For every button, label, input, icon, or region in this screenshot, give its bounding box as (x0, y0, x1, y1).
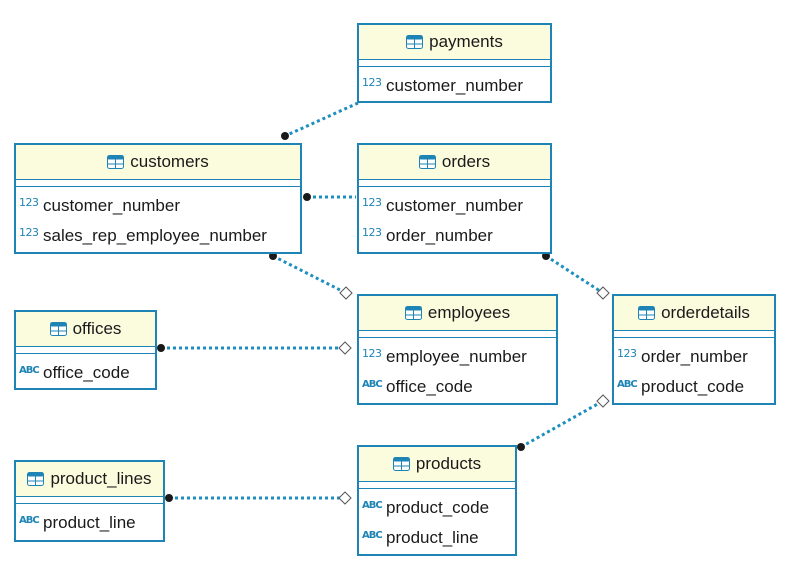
attribute-name: product_line (386, 528, 479, 547)
entity-title: products (415, 454, 482, 473)
entity-separator (614, 331, 774, 338)
entity-header: orders (359, 145, 550, 180)
table-icon (638, 306, 656, 320)
attribute-name: product_code (386, 498, 490, 517)
many-end-diamond (596, 394, 610, 408)
entity-customers[interactable]: customers 123 customer_number 123 sales_… (14, 143, 302, 254)
one-end-dot (165, 494, 173, 502)
text-type-icon: ABC (19, 514, 40, 526)
attribute-name: employee_number (386, 347, 527, 366)
entity-title: product_lines (50, 469, 152, 488)
entity-orderdetails[interactable]: orderdetails 123 order_number ABC produc… (612, 294, 776, 405)
entity-title: customers (130, 152, 209, 171)
connector-payments-customers[interactable] (284, 101, 359, 138)
entity-header: customers (16, 145, 300, 180)
attribute-row[interactable]: 123 order_number (359, 221, 550, 251)
table-icon (418, 155, 436, 169)
connector-customers-employees[interactable] (272, 254, 347, 295)
one-end-dot (269, 252, 277, 260)
entity-products[interactable]: products ABC product_code ABC product_li… (357, 445, 517, 556)
numeric-type-icon: 123 (362, 346, 382, 360)
attribute-name: office_code (386, 377, 473, 396)
one-end-dot (303, 193, 311, 201)
entity-payments[interactable]: payments 123 customer_number (357, 23, 552, 103)
entity-header: employees (359, 296, 556, 331)
text-type-icon: ABC (362, 499, 383, 511)
text-type-icon: ABC (19, 364, 40, 376)
numeric-type-icon: 123 (19, 195, 39, 209)
attribute-row[interactable]: 123 customer_number (359, 71, 550, 101)
entity-separator (16, 497, 163, 504)
one-end-dot (517, 443, 525, 451)
attribute-name: customer_number (43, 196, 181, 215)
table-icon (392, 457, 410, 471)
many-end-diamond (596, 286, 610, 300)
one-end-dot (157, 344, 165, 352)
attribute-name: product_code (641, 377, 745, 396)
numeric-type-icon: 123 (19, 225, 39, 239)
text-type-icon: ABC (362, 378, 383, 390)
table-icon (404, 306, 422, 320)
table-icon (27, 472, 45, 486)
attribute-row[interactable]: 123 order_number (614, 342, 774, 372)
many-end-diamond (338, 491, 352, 505)
many-end-diamond (338, 341, 352, 355)
attribute-row[interactable]: ABC product_line (16, 508, 163, 538)
attribute-name: customer_number (386, 76, 524, 95)
attribute-name: customer_number (386, 196, 524, 215)
many-end-diamond (339, 286, 353, 300)
attribute-row[interactable]: ABC product_code (359, 493, 515, 523)
entity-separator (16, 180, 300, 187)
entity-header: products (359, 447, 515, 482)
attribute-row[interactable]: ABC product_line (359, 523, 515, 553)
numeric-type-icon: 123 (362, 225, 382, 239)
entity-separator (16, 347, 155, 354)
numeric-type-icon: 123 (362, 75, 382, 89)
entity-title: payments (429, 32, 503, 51)
attribute-name: product_line (43, 513, 136, 532)
entity-title: orderdetails (661, 303, 750, 322)
attribute-row[interactable]: ABC product_code (614, 372, 774, 402)
table-icon (49, 322, 67, 336)
table-icon (107, 155, 125, 169)
one-end-dot (281, 132, 289, 140)
entity-header: orderdetails (614, 296, 774, 331)
entity-separator (359, 60, 550, 67)
entity-separator (359, 180, 550, 187)
entity-product-lines[interactable]: product_lines ABC product_line (14, 460, 165, 542)
numeric-type-icon: 123 (362, 195, 382, 209)
attribute-name: sales_rep_employee_number (43, 226, 267, 245)
attribute-name: office_code (43, 363, 130, 382)
entity-header: product_lines (16, 462, 163, 497)
attribute-row[interactable]: 123 customer_number (359, 191, 550, 221)
entity-orders[interactable]: orders 123 customer_number 123 order_num… (357, 143, 552, 254)
entity-title: orders (441, 152, 491, 171)
table-icon (406, 35, 424, 49)
numeric-type-icon: 123 (617, 346, 637, 360)
attribute-row[interactable]: 123 customer_number (16, 191, 300, 221)
entity-employees[interactable]: employees 123 employee_number ABC office… (357, 294, 558, 405)
attribute-row[interactable]: 123 employee_number (359, 342, 556, 372)
attribute-row[interactable]: ABC office_code (359, 372, 556, 402)
text-type-icon: ABC (617, 378, 638, 390)
entity-title: employees (427, 303, 511, 322)
one-end-dot (542, 252, 550, 260)
entity-offices[interactable]: offices ABC office_code (14, 310, 157, 390)
entity-separator (359, 482, 515, 489)
attribute-name: order_number (641, 347, 748, 366)
attribute-row[interactable]: ABC office_code (16, 358, 155, 388)
entity-header: offices (16, 312, 155, 347)
text-type-icon: ABC (362, 529, 383, 541)
attribute-row[interactable]: 123 sales_rep_employee_number (16, 221, 300, 251)
entity-header: payments (359, 25, 550, 60)
connector-products-orderdetails[interactable] (520, 399, 604, 449)
entity-title: offices (72, 319, 122, 338)
attribute-name: order_number (386, 226, 493, 245)
connector-orders-orderdetails[interactable] (545, 254, 604, 295)
entity-separator (359, 331, 556, 338)
